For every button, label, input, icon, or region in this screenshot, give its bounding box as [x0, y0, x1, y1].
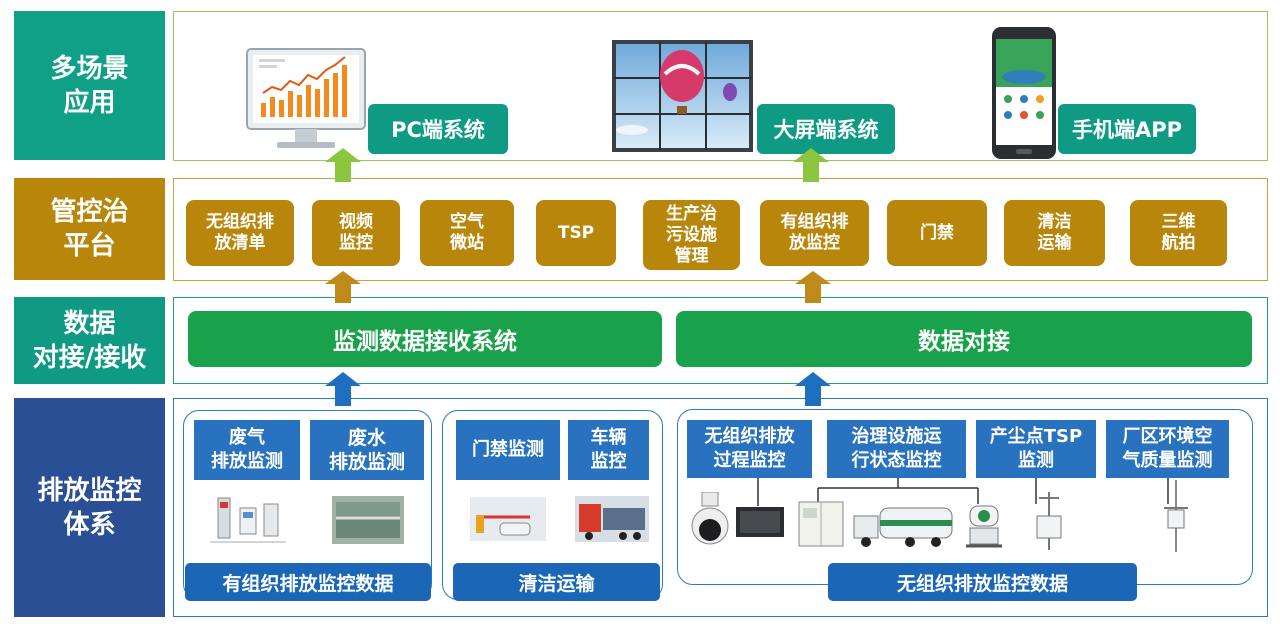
pc-system-button[interactable]: PC端系统 [368, 104, 508, 154]
row-label-data: 数据 对接/接收 [14, 297, 165, 384]
up-arrow-icon [325, 372, 361, 406]
platform-item[interactable]: 三维 航拍 [1130, 200, 1227, 266]
platform-item[interactable]: 空气 微站 [420, 200, 514, 266]
platform-item[interactable]: 生产治 污设施 管理 [643, 200, 740, 270]
tsp-monitor-box[interactable]: 产尘点TSP 监测 [976, 420, 1096, 478]
platform-item[interactable]: 有组织排 放监控 [760, 200, 869, 266]
dome-camera-image [691, 492, 729, 545]
up-arrow-icon [793, 148, 829, 182]
mobile-phone-image [992, 27, 1056, 159]
data-band [173, 297, 1268, 384]
mobile-app-button[interactable]: 手机端APP [1058, 104, 1196, 154]
process-monitor-box[interactable]: 无组织排放 过程监控 [687, 420, 812, 478]
unorganized-emission-footer[interactable]: 无组织排放监控数据 [828, 563, 1137, 601]
air-quality-station-image [1164, 480, 1188, 552]
platform-item[interactable]: 门禁 [887, 200, 987, 266]
platform-item[interactable]: 视频 监控 [312, 200, 400, 266]
app-band [173, 11, 1268, 161]
up-arrow-icon [795, 372, 831, 406]
up-arrow-icon [325, 148, 361, 182]
platform-item[interactable]: 清洁 运输 [1004, 200, 1105, 266]
camera-screen-image [736, 507, 784, 537]
video-wall-image [612, 40, 753, 152]
ambient-air-monitor-box[interactable]: 厂区环境空 气质量监测 [1106, 420, 1229, 478]
tsp-station-image [1036, 492, 1062, 550]
gas-monitoring-equipment-image [210, 497, 286, 543]
pc-monitor-image [246, 48, 366, 148]
data-receive-system-bar[interactable]: 监测数据接收系统 [188, 311, 662, 367]
vehicle-monitor-box[interactable]: 车辆 监控 [568, 420, 649, 480]
connector-lines [757, 478, 1169, 506]
data-docking-bar[interactable]: 数据对接 [676, 311, 1252, 367]
waste-water-monitor-box[interactable]: 废水 排放监测 [310, 420, 424, 480]
waste-gas-monitor-box[interactable]: 废气 排放监测 [194, 420, 300, 480]
platform-item[interactable]: TSP [536, 200, 616, 266]
platform-band [173, 178, 1268, 281]
platform-item[interactable]: 无组织排 放清单 [186, 200, 294, 266]
row-label-platform: 管控治 平台 [14, 178, 165, 280]
bigscreen-system-button[interactable]: 大屏端系统 [757, 104, 895, 154]
up-arrow-icon [325, 271, 361, 303]
monitor-band [173, 398, 1268, 617]
truck-image [575, 496, 649, 542]
wastewater-pool-image [332, 496, 404, 544]
organized-emission-footer[interactable]: 有组织排放监控数据 [185, 563, 431, 601]
facility-status-monitor-box[interactable]: 治理设施运 行状态监控 [827, 420, 966, 478]
gate-monitor-box[interactable]: 门禁监测 [456, 420, 560, 480]
clean-transport-footer[interactable]: 清洁运输 [453, 563, 660, 601]
gate-barrier-image [470, 497, 546, 541]
sprinkler-truck-image [853, 507, 953, 547]
fog-cannon-image [966, 505, 1002, 548]
row-label-monitor: 排放监控 体系 [14, 398, 165, 617]
row-label-app: 多场景 应用 [14, 11, 165, 160]
up-arrow-icon [795, 271, 831, 303]
control-cabinet-image [798, 501, 844, 547]
